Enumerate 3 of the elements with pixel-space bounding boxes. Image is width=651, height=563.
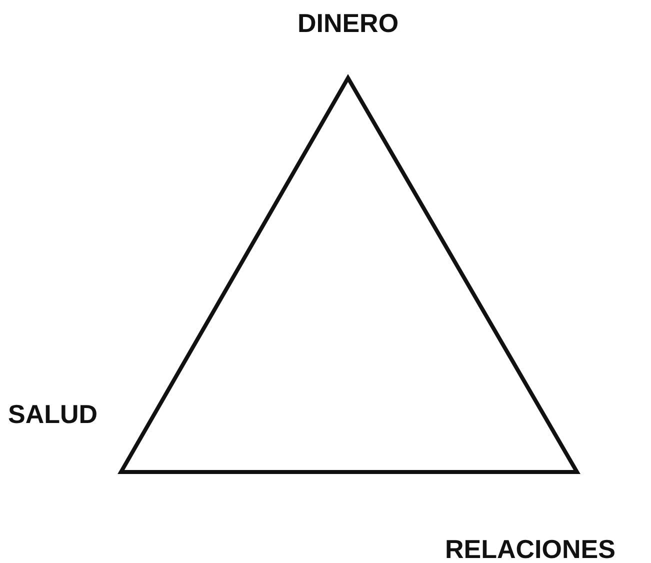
vertex-label: SALUD: [8, 401, 98, 427]
vertex-label: RELACIONES: [445, 536, 616, 562]
vertex-label: DINERO: [297, 10, 399, 36]
